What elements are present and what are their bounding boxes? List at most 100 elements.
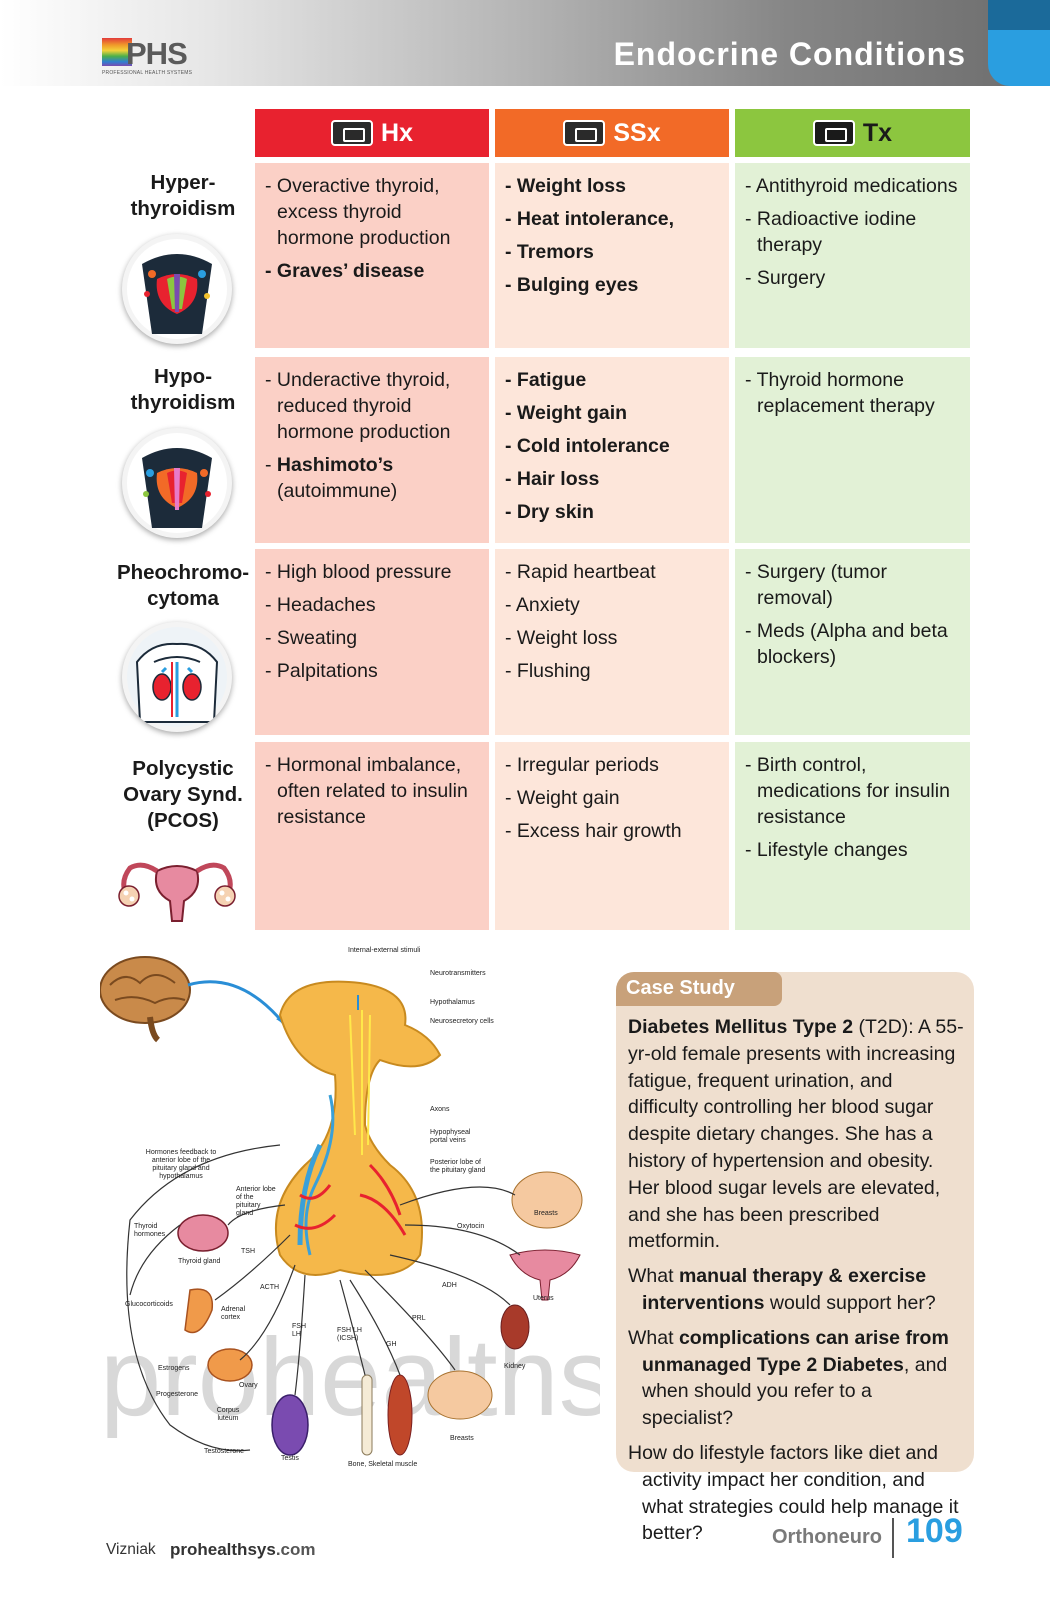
diagram-label: ACTH xyxy=(260,1284,280,1291)
cell-tx-hypothyroidism: Thyroid hormone replacement therapy xyxy=(735,357,970,543)
header-tab-accent xyxy=(988,0,1050,30)
diagram-label: FSH LH (ICSH) xyxy=(337,1327,362,1342)
condition-name-line: Polycystic xyxy=(132,757,234,780)
list-item: Weight loss xyxy=(505,173,721,199)
uterus-ovary-icon xyxy=(112,846,242,926)
endocrine-axis-diagram: prohealthsys xyxy=(100,947,600,1505)
cell-tx-pcos: Birth control, medications for insulin r… xyxy=(735,742,970,930)
diagram-label: Internal-external stimuli xyxy=(348,947,421,954)
question-emphasis: manual therapy & exercise interventions xyxy=(642,1265,927,1314)
adrenal-icon xyxy=(184,1288,214,1334)
list-item: Excess hair growth xyxy=(505,818,721,844)
question-text: would support her? xyxy=(764,1291,936,1314)
diagram-label: Ovary xyxy=(239,1382,258,1389)
cell-tx-pheochromocytoma: Surgery (tumor removal) Meds (Alpha and … xyxy=(735,549,970,735)
footer-author: Vizniak xyxy=(106,1541,156,1558)
page-title: Endocrine Conditions xyxy=(613,36,966,72)
list-item: Weight loss xyxy=(505,625,721,651)
diagram-label: Hormones feedback to anterior lobe of th… xyxy=(145,1149,217,1180)
diagram-label: Progesterone xyxy=(156,1391,199,1398)
diagram-label: Testis xyxy=(281,1455,299,1462)
phs-logo-mark-icon xyxy=(102,38,132,66)
list-item: Irregular periods xyxy=(505,752,721,778)
diagram-label: Axons xyxy=(430,1106,450,1113)
footer-site-suffix: .com xyxy=(275,1540,316,1559)
cell-ssx-hyperthyroidism: Weight loss Heat intolerance, Tremors Bu… xyxy=(495,163,729,348)
list-item: Meds (Alpha and beta blockers) xyxy=(745,618,962,670)
breasts-top-icon xyxy=(511,1171,583,1229)
case-study-question-1: What manual therapy & exercise intervent… xyxy=(628,1263,968,1317)
list-item: Hair loss xyxy=(505,466,721,492)
list-item: Surgery (tumor removal) xyxy=(745,559,962,611)
diagram-artwork: prohealthsys xyxy=(100,956,600,1456)
flexed-arm-icon xyxy=(812,120,855,146)
breasts-bottom-icon xyxy=(427,1370,493,1420)
cell-ssx-pheochromocytoma: Rapid heartbeat Anxiety Weight loss Flus… xyxy=(495,549,729,735)
condition-name-line: cytoma xyxy=(147,587,219,610)
case-study-tab: Case Study xyxy=(616,972,782,1006)
muscle-icon xyxy=(387,1374,413,1456)
list-item: Hashimoto’s (autoimmune) xyxy=(265,452,481,504)
list-item: Surgery xyxy=(745,265,962,291)
diagram-label: Kidney xyxy=(504,1363,526,1370)
thyroid-glow-icon xyxy=(122,428,232,538)
diagram-label: Bone, Skeletal muscle xyxy=(348,1461,418,1468)
condition-name-pheochromocytoma: Pheochromo- cytoma xyxy=(110,560,256,612)
list-item: Tremors xyxy=(505,239,721,265)
list-item: Rapid heartbeat xyxy=(505,559,721,585)
page-number: 109 xyxy=(906,1512,963,1550)
condition-name-hyperthyroidism: Hyper- thyroidism xyxy=(110,170,256,222)
diagram-label: GH xyxy=(386,1341,397,1348)
list-item-note: (autoimmune) xyxy=(277,480,398,502)
list-item: Fatigue xyxy=(505,367,721,393)
case-study-body: Diabetes Mellitus Type 2 (T2D): A 55-yr-… xyxy=(628,1014,968,1555)
column-label-hx: Hx xyxy=(381,118,413,147)
case-study-question-3: How do lifestyle factors like diet and a… xyxy=(628,1441,959,1545)
diagram-label: ADH xyxy=(442,1282,457,1289)
cell-tx-hyperthyroidism: Antithyroid medications Radioactive iodi… xyxy=(735,163,970,348)
uterus-icon xyxy=(509,1249,581,1301)
diagram-label: Neurotransmitters xyxy=(430,970,486,977)
case-study-question-2: What complications can arise from unmana… xyxy=(628,1325,968,1432)
question-emphasis: complications can arise from unmanaged T… xyxy=(642,1326,949,1376)
logo-subtitle: PROFESSIONAL HEALTH SYSTEMS xyxy=(102,70,193,76)
diagram-label: Estrogens xyxy=(158,1365,190,1372)
list-item: Palpitations xyxy=(265,658,481,684)
diagram-label: Hypothalamus xyxy=(430,999,475,1006)
diagram-label: Corpus luteum xyxy=(216,1407,240,1422)
question-text: What xyxy=(628,1265,679,1288)
case-study-description: (T2D): A 55-yr-old female presents with … xyxy=(628,1016,964,1253)
condition-name-line: Hyper- xyxy=(150,171,216,194)
list-item: Anxiety xyxy=(505,592,721,618)
footer-site-bold: prohealthsys xyxy=(170,1540,276,1559)
diagram-label: Oxytocin xyxy=(457,1223,485,1230)
condition-name-line: Pheochromo- xyxy=(116,561,250,584)
case-study-box xyxy=(616,972,974,1472)
column-label-tx: Tx xyxy=(862,118,893,147)
list-item: Graves’ disease xyxy=(265,258,481,284)
list-item: Bulging eyes xyxy=(505,272,721,298)
thyroid-gland-icon xyxy=(177,1214,229,1252)
bone-icon xyxy=(361,1374,373,1456)
list-item: Thyroid hormone replacement therapy xyxy=(745,367,962,419)
list-item: Dry skin xyxy=(505,499,721,525)
diagram-label: TSH xyxy=(241,1248,255,1255)
diagram-label: PRL xyxy=(412,1315,426,1322)
question-text: , and when should you refer to a special… xyxy=(642,1353,948,1430)
cell-ssx-pcos: Irregular periods Weight gain Excess hai… xyxy=(495,742,729,930)
adrenal-kidney-icon xyxy=(122,622,232,732)
diagram-label: Posterior lobe of the pituitary gland xyxy=(430,1159,486,1174)
list-item: Antithyroid medications xyxy=(745,173,962,199)
list-item: Weight gain xyxy=(505,400,721,426)
list-item: Hormonal imbalance, often related to ins… xyxy=(265,752,481,830)
case-study-intro: Diabetes Mellitus Type 2 (T2D): A 55-yr-… xyxy=(628,1014,968,1255)
list-item: Sweating xyxy=(265,625,481,651)
question-text: What xyxy=(628,1326,679,1349)
cell-hx-hypothyroidism: Underactive thyroid, reduced thyroid hor… xyxy=(255,357,489,543)
list-item: Headaches xyxy=(265,592,481,618)
diagram-label: Breasts xyxy=(534,1210,558,1217)
list-item: Radioactive iodine therapy xyxy=(745,206,962,258)
thyroid-glow-icon xyxy=(122,234,232,344)
list-item: Lifestyle changes xyxy=(745,837,962,863)
list-item-bold: Hashimoto’s xyxy=(276,454,394,476)
